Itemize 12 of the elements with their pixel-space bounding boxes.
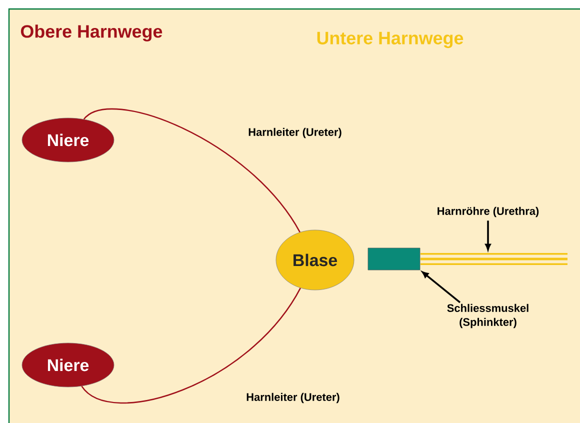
section-title: Obere Harnwege	[20, 24, 162, 42]
ureter-line	[84, 108, 300, 232]
urethra-lines	[420, 253, 568, 265]
urethra-label: Harnröhre (Urethra)	[438, 206, 539, 218]
sphincter-box	[368, 248, 420, 270]
arrow	[422, 272, 461, 304]
edge-label: Harnleiter (Ureter)	[246, 392, 340, 404]
ureter-line	[81, 288, 301, 404]
edge-label: Harnleiter (Ureter)	[248, 128, 342, 138]
sphincter-label: Schliessmuskel (Sphinkter)	[447, 304, 528, 328]
arrow	[485, 220, 491, 250]
section-title: Untere Harnwege	[317, 32, 464, 48]
